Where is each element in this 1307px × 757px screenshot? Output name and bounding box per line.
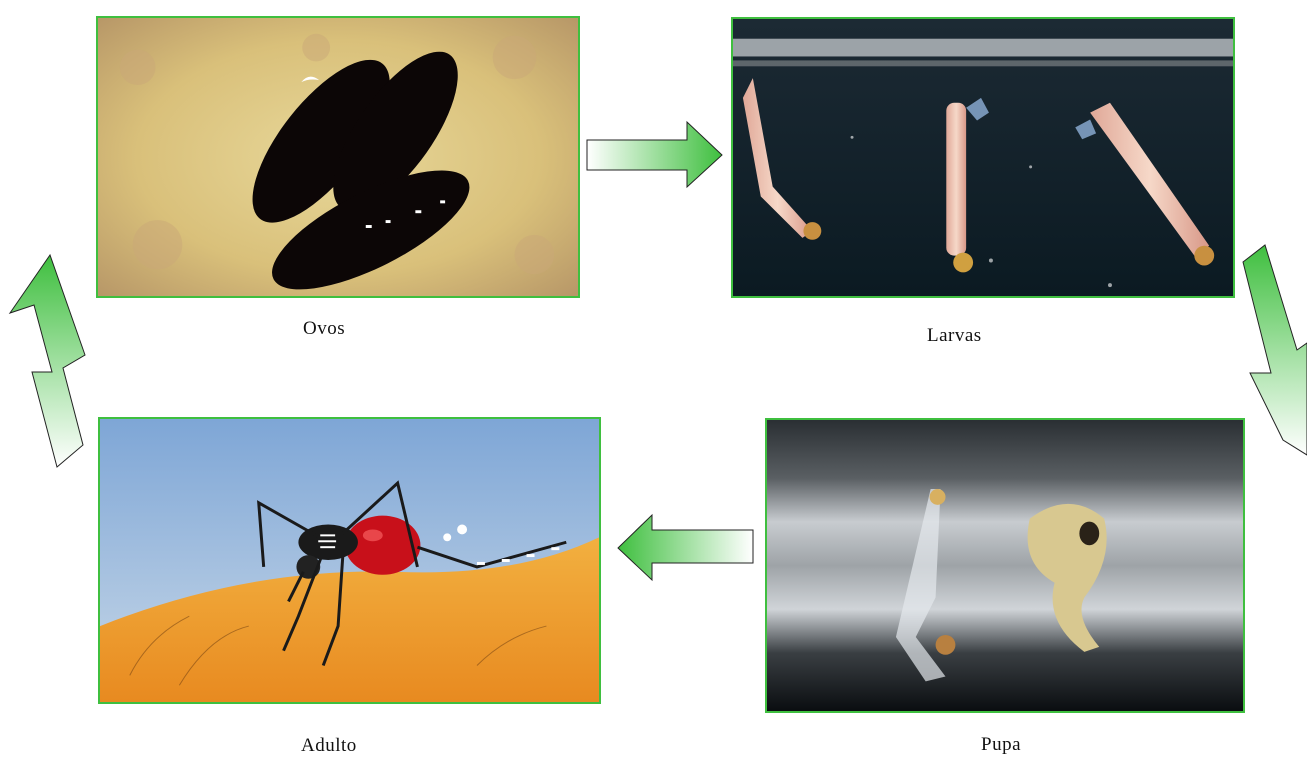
arrow-pupa-to-adult [618, 515, 753, 580]
adult-illustration [100, 419, 599, 702]
stage-larvae-photo [731, 17, 1235, 298]
stage-larvae-label: Larvas [927, 325, 982, 347]
stage-adult-label: Adulto [301, 735, 357, 757]
stage-eggs-photo [96, 16, 580, 298]
arrow-adult-to-eggs [10, 255, 85, 467]
eggs-illustration [98, 18, 578, 296]
stage-adult-photo [98, 417, 601, 704]
larvae-illustration [733, 19, 1233, 296]
arrow-larvae-to-pupa [1243, 245, 1307, 455]
pupa-illustration [767, 420, 1243, 711]
stage-pupa-label: Pupa [981, 734, 1021, 756]
stage-eggs-label: Ovos [303, 318, 345, 340]
arrow-eggs-to-larvae [587, 122, 722, 187]
stage-pupa-photo [765, 418, 1245, 713]
